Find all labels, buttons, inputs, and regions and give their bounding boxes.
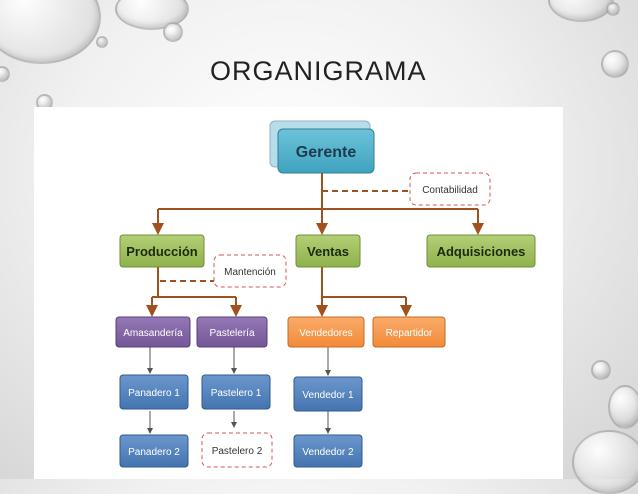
decorative-bubble — [606, 2, 620, 16]
node-ventas: Ventas — [295, 234, 361, 268]
node-panadero2: Panadero 2 — [119, 434, 189, 468]
node-vendedores-box — [287, 316, 365, 348]
node-gerente-label: Gerente — [296, 144, 357, 161]
node-panadero1-box — [119, 374, 189, 410]
node-contabilidad-box — [409, 172, 491, 206]
node-vendedor1: Vendedor 1 — [293, 376, 363, 412]
decorative-bubble — [0, 0, 101, 64]
node-ventas-label: Ventas — [307, 244, 349, 259]
node-panadero1-label: Panadero 1 — [128, 388, 180, 399]
node-adquisiciones-label: Adquisiciones — [437, 244, 526, 259]
decorative-bubble — [572, 430, 638, 494]
node-vendedor1-box — [293, 376, 363, 412]
node-contabilidad: Contabilidad — [409, 172, 491, 206]
node-vendedor2-box — [293, 434, 363, 468]
node-panadero2-label: Panadero 2 — [128, 447, 180, 458]
node-vendedor1-label: Vendedor 1 — [302, 390, 354, 401]
node-vendedores-label: Vendedores — [299, 328, 352, 339]
node-vendedor2: Vendedor 2 — [293, 434, 363, 468]
node-panadero1: Panadero 1 — [119, 374, 189, 410]
decorative-bubble — [601, 50, 629, 78]
node-pastelero2-box — [201, 432, 273, 468]
node-pastelero1-label: Pastelero 1 — [211, 388, 262, 399]
vertical-arrows — [147, 347, 331, 434]
node-vendedores: Vendedores — [287, 316, 365, 348]
node-produccion-box — [119, 234, 205, 268]
org-chart-svg: Gerente Contabilidad Producción Ventas A… — [115, 120, 536, 468]
node-pasteleria: Pastelería — [196, 316, 268, 348]
connectors — [146, 173, 484, 317]
node-pasteleria-box — [196, 316, 268, 348]
node-repartidor-box — [372, 316, 446, 348]
node-contabilidad-label: Contabilidad — [422, 185, 478, 196]
node-gerente: Gerente — [269, 120, 375, 174]
node-adquisiciones-box — [426, 234, 536, 268]
node-produccion: Producción — [119, 234, 205, 268]
node-repartidor-label: Repartidor — [386, 328, 433, 339]
org-chart: Gerente Contabilidad Producción Ventas A… — [34, 107, 563, 479]
node-adquisiciones: Adquisiciones — [426, 234, 536, 268]
node-pastelero2: Pastelero 2 — [201, 432, 273, 468]
slide-title: ORGANIGRAMA — [210, 56, 427, 86]
decorative-bubble — [96, 36, 108, 48]
decorative-bubble — [608, 385, 638, 429]
node-pastelero1-box — [201, 374, 271, 410]
decorative-bubble — [163, 22, 183, 42]
node-pasteleria-label: Pastelería — [209, 328, 254, 339]
node-pastelero1: Pastelero 1 — [201, 374, 271, 410]
node-amasanderia-label: Amasandería — [123, 328, 183, 339]
node-amasanderia: Amasandería — [115, 316, 191, 348]
node-vendedor2-label: Vendedor 2 — [302, 447, 354, 458]
dashed-connectors — [160, 190, 410, 282]
node-gerente-box — [277, 128, 375, 174]
node-mantencion: Mantención — [213, 254, 287, 288]
node-pastelero2-label: Pastelero 2 — [212, 446, 263, 457]
node-repartidor: Repartidor — [372, 316, 446, 348]
decorative-bubble — [548, 0, 614, 22]
node-ventas-box — [295, 234, 361, 268]
node-mantencion-label: Mantención — [224, 267, 276, 278]
node-produccion-label: Producción — [126, 244, 198, 259]
decorative-bubble — [0, 66, 10, 82]
node-mantencion-box — [213, 254, 287, 288]
decorative-bubble — [591, 360, 611, 380]
node-amasanderia-box — [115, 316, 191, 348]
node-panadero2-box — [119, 434, 189, 468]
